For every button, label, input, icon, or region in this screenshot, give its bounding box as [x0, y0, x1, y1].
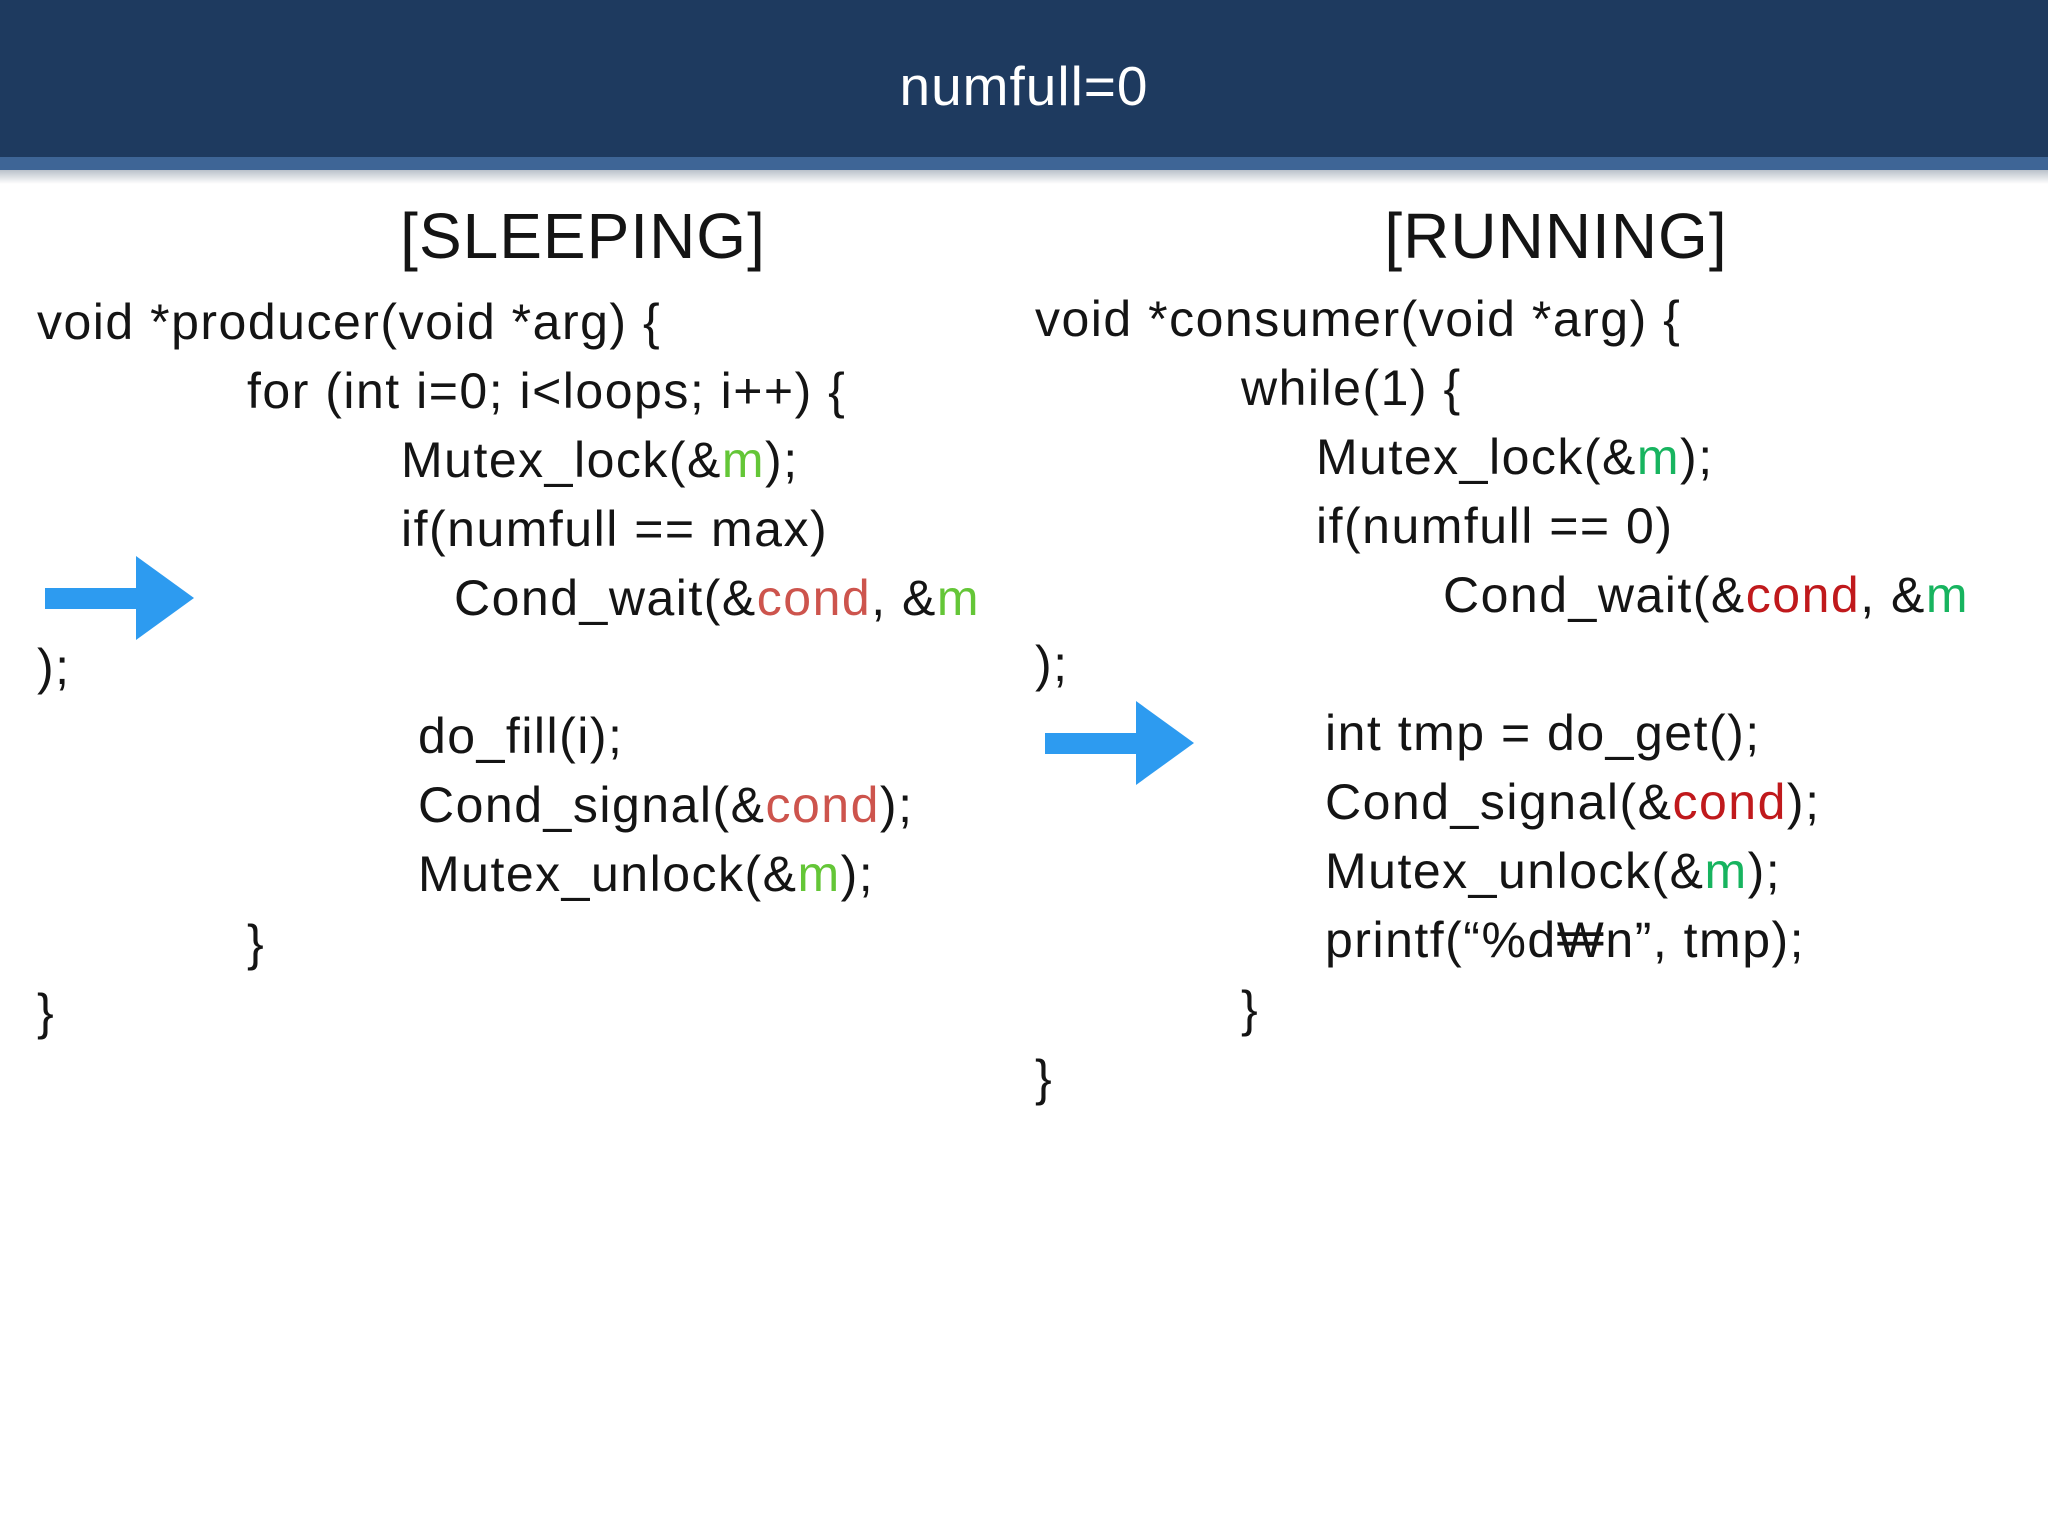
code-segment: , & [871, 570, 937, 626]
code-segment: void *consumer(void *arg) { [1035, 291, 1682, 347]
code-line: if(numfull == 0) [1035, 492, 1969, 561]
producer-code-block: void *producer(void *arg) { for (int i=0;… [37, 288, 980, 1047]
code-line: Cond_signal(&cond); [37, 771, 980, 840]
code-line: } [37, 909, 980, 978]
code-line: void *consumer(void *arg) { [1035, 285, 1969, 354]
arrow-shaft [45, 588, 137, 609]
code-segment: printf(“%d₩n”, tmp); [1325, 912, 1806, 968]
code-line: Cond_wait(&cond, &m [37, 564, 980, 633]
code-segment: ); [1786, 774, 1821, 830]
code-segment: Mutex_lock(& [401, 432, 722, 488]
code-segment: Cond_wait(& [454, 570, 757, 626]
code-segment: m [797, 846, 841, 902]
code-segment: for (int i=0; i<loops; i++) { [247, 363, 847, 419]
code-segment: while(1) { [1241, 360, 1462, 416]
code-segment: ); [37, 639, 71, 695]
code-line: Cond_wait(&cond, &m [1035, 561, 1969, 630]
code-line: ); [37, 633, 980, 702]
code-segment: ); [840, 846, 875, 902]
consumer-code-block: void *consumer(void *arg) { while(1) { Mut… [1035, 285, 1969, 1113]
code-segment: do_fill(i); [418, 708, 624, 764]
code-line: ); [1035, 630, 1969, 699]
slide-title: numfull=0 [899, 54, 1149, 117]
code-line: if(numfull == max) [37, 495, 980, 564]
code-line: for (int i=0; i<loops; i++) { [37, 357, 980, 426]
code-line: void *producer(void *arg) { [37, 288, 980, 357]
code-line: Cond_signal(&cond); [1035, 768, 1969, 837]
code-segment: ); [1680, 429, 1714, 485]
consumer-state-label: [RUNNING] [1384, 200, 1728, 272]
code-segment: cond [765, 777, 880, 833]
code-line: Mutex_lock(&m); [1035, 423, 1969, 492]
arrow-shaft [1045, 733, 1137, 754]
code-line: } [1035, 975, 1969, 1044]
arrow-head [136, 556, 194, 640]
header-accent-strip [0, 157, 2048, 170]
code-segment: cond [1672, 774, 1787, 830]
code-segment: cond [756, 570, 872, 626]
code-segment: Mutex_lock(& [1316, 429, 1637, 485]
slide-header: numfull=0 [0, 0, 2048, 157]
code-segment: Cond_signal(& [418, 777, 766, 833]
code-line: int tmp = do_get(); [1035, 699, 1969, 768]
code-segment: ); [765, 432, 799, 488]
code-segment: m [936, 570, 980, 626]
code-line: } [37, 978, 980, 1047]
code-line: } [1035, 1044, 1969, 1113]
code-segment: , & [1860, 567, 1926, 623]
code-segment: if(numfull == 0) [1316, 498, 1674, 554]
code-segment: Cond_wait(& [1443, 567, 1746, 623]
code-line: Mutex_unlock(&m); [1035, 837, 1969, 906]
arrow-right-icon [45, 556, 195, 640]
code-segment: } [37, 984, 56, 1040]
code-segment: ); [1035, 636, 1069, 692]
producer-state-label: [SLEEPING] [400, 200, 766, 272]
code-segment: Cond_signal(& [1325, 774, 1673, 830]
code-segment: m [1704, 843, 1748, 899]
code-segment: m [1636, 429, 1681, 485]
code-segment: } [1035, 1050, 1054, 1106]
code-segment: } [247, 915, 266, 971]
code-segment: int tmp = do_get(); [1325, 705, 1761, 761]
arrow-head [1136, 701, 1194, 785]
code-segment: m [1925, 567, 1969, 623]
code-segment: if(numfull == max) [401, 501, 829, 557]
code-line: printf(“%d₩n”, tmp); [1035, 906, 1969, 975]
header-shadow [0, 170, 2048, 184]
arrow-right-icon [1045, 701, 1195, 785]
code-segment: } [1241, 981, 1260, 1037]
code-segment: ); [879, 777, 914, 833]
code-line: Mutex_unlock(&m); [37, 840, 980, 909]
code-segment: m [721, 432, 766, 488]
code-segment: Mutex_unlock(& [418, 846, 798, 902]
code-segment: cond [1745, 567, 1861, 623]
code-segment: Mutex_unlock(& [1325, 843, 1705, 899]
code-segment: void *producer(void *arg) { [37, 294, 662, 350]
code-segment: ); [1747, 843, 1782, 899]
code-line: Mutex_lock(&m); [37, 426, 980, 495]
code-line: do_fill(i); [37, 702, 980, 771]
code-line: while(1) { [1035, 354, 1969, 423]
